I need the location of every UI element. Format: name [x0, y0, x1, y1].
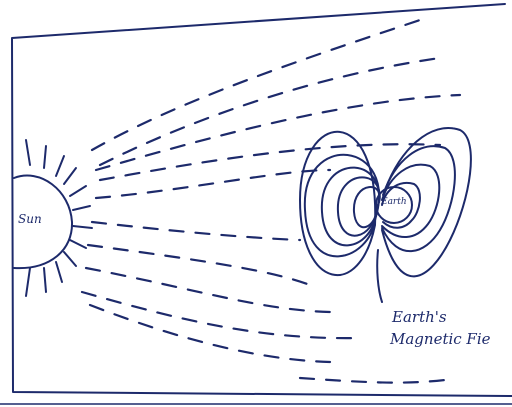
earth-label: Earth [381, 197, 407, 207]
magnetic-field-lines [300, 128, 471, 302]
sun-label: Sun [18, 212, 42, 226]
magnetic-field-label-line2: Magnetic Fie [390, 330, 491, 348]
magnetic-field-label-line1: Earth's [392, 308, 447, 326]
